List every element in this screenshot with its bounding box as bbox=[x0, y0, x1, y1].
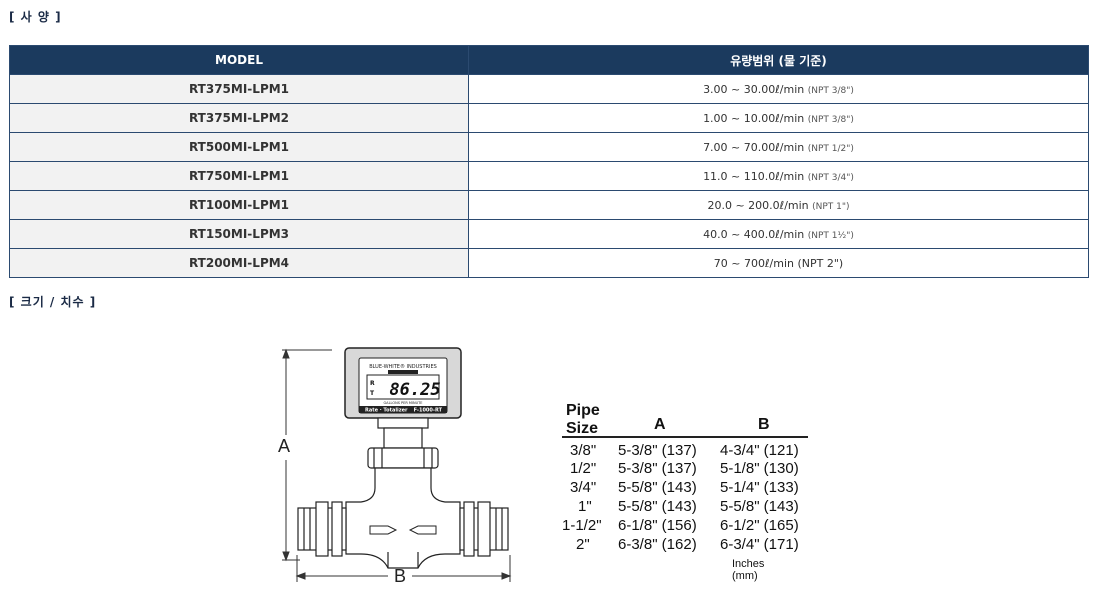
pipe-size: 1-1/2" bbox=[562, 517, 602, 534]
range-value: 40.0 ~ 400.0ℓ/min bbox=[703, 227, 805, 241]
range-note: (NPT 3/4") bbox=[807, 172, 854, 183]
range-note: (NPT 1") bbox=[812, 201, 850, 212]
meter-wings bbox=[369, 525, 437, 535]
header-model: MODEL bbox=[9, 45, 469, 75]
dimension-b-label: B bbox=[394, 566, 407, 586]
spec-table-header: MODEL 유량범위 (물 기준) bbox=[9, 45, 1089, 75]
model-cell: RT375MI-LPM1 bbox=[9, 74, 469, 104]
pipe-size: 2" bbox=[576, 536, 590, 553]
meter-body bbox=[345, 467, 461, 569]
dim-b: 6-1/2" (165) bbox=[720, 517, 799, 534]
dim-a: 5-5/8" (143) bbox=[618, 479, 697, 496]
dimension-a-line bbox=[282, 348, 332, 562]
dimension-figure: BLUE-WHITE® INDUSTRIES R T 86.25 GALLONS… bbox=[270, 340, 830, 590]
range-cell: 1.00 ~ 10.00ℓ/min (NPT 3/8") bbox=[468, 103, 1089, 133]
range-value: 11.0 ~ 110.0ℓ/min bbox=[703, 169, 805, 183]
meter-reading: 86.25 bbox=[389, 380, 440, 400]
table-row: 3/8" 5-3/8" (137) 4-3/4" (121) bbox=[562, 442, 822, 461]
dim-a: 5-3/8" (137) bbox=[618, 460, 697, 477]
table-row: RT500MI-LPM1 7.00 ~ 70.00ℓ/min (NPT 1/2"… bbox=[9, 132, 1089, 162]
pipe-size: 3/8" bbox=[570, 442, 597, 459]
meter-r-indicator: R bbox=[370, 380, 375, 387]
pipe-size: 1/2" bbox=[570, 460, 597, 477]
dim-b: 4-3/4" (121) bbox=[720, 442, 799, 459]
range-value: 7.00 ~ 70.00ℓ/min bbox=[703, 140, 805, 154]
table-row: 2" 6-3/8" (162) 6-3/4" (171) bbox=[562, 536, 822, 555]
dim-b: 5-1/8" (130) bbox=[720, 460, 799, 477]
table-row: RT200MI-LPM4 70 ~ 700ℓ/min (NPT 2") bbox=[9, 248, 1089, 278]
dimension-b-line bbox=[295, 555, 512, 582]
column-b-header: B bbox=[758, 416, 770, 433]
dim-a: 5-3/8" (137) bbox=[618, 442, 697, 459]
spec-section-title: [ 사 양 ] bbox=[9, 10, 62, 24]
left-pipe-end bbox=[297, 501, 347, 557]
meter-mode: Rate · Totalizer bbox=[365, 408, 408, 414]
header-rule bbox=[562, 436, 808, 438]
range-note: (NPT 3/8") bbox=[807, 114, 854, 125]
range-value: 70 ~ 700ℓ/min (NPT 2") bbox=[713, 256, 844, 270]
model-cell: RT200MI-LPM4 bbox=[9, 248, 469, 278]
dim-a: 6-1/8" (156) bbox=[618, 517, 697, 534]
table-row: RT150MI-LPM3 40.0 ~ 400.0ℓ/min (NPT 1½") bbox=[9, 219, 1089, 249]
range-cell: 20.0 ~ 200.0ℓ/min (NPT 1") bbox=[468, 190, 1089, 220]
range-value: 3.00 ~ 30.00ℓ/min bbox=[703, 82, 805, 96]
meter-t-indicator: T bbox=[370, 390, 375, 397]
flowmeter-drawing: BLUE-WHITE® INDUSTRIES R T 86.25 GALLONS… bbox=[282, 347, 512, 582]
spec-table: MODEL 유량범위 (물 기준) RT375MI-LPM1 3.00 ~ 30… bbox=[9, 45, 1089, 278]
meter-display bbox=[344, 347, 462, 419]
model-cell: RT500MI-LPM1 bbox=[9, 132, 469, 162]
pipe-size: 3/4" bbox=[570, 479, 597, 496]
range-value: 20.0 ~ 200.0ℓ/min bbox=[707, 198, 809, 212]
table-row: RT100MI-LPM1 20.0 ~ 200.0ℓ/min (NPT 1") bbox=[9, 190, 1089, 220]
dim-a: 6-3/8" (162) bbox=[618, 536, 697, 553]
dim-b: 5-1/4" (133) bbox=[720, 479, 799, 496]
range-note: (NPT 1/2") bbox=[807, 143, 854, 154]
meter-brand: BLUE-WHITE® INDUSTRIES bbox=[369, 363, 437, 370]
table-row: 1" 5-5/8" (143) 5-5/8" (143) bbox=[562, 498, 822, 517]
size-section-title: [ 크기 / 치수 ] bbox=[9, 295, 97, 309]
dim-b: 5-5/8" (143) bbox=[720, 498, 799, 515]
meter-stem bbox=[367, 417, 439, 469]
units-note: Inches (mm) bbox=[732, 558, 765, 582]
model-cell: RT750MI-LPM1 bbox=[9, 161, 469, 191]
range-value: 1.00 ~ 10.00ℓ/min bbox=[703, 111, 805, 125]
model-cell: RT375MI-LPM2 bbox=[9, 103, 469, 133]
meter-model: F-1000-RT bbox=[414, 408, 443, 414]
range-note: (NPT 1½") bbox=[807, 230, 854, 241]
range-cell: 7.00 ~ 70.00ℓ/min (NPT 1/2") bbox=[468, 132, 1089, 162]
range-cell: 11.0 ~ 110.0ℓ/min (NPT 3/4") bbox=[468, 161, 1089, 191]
table-row: 1-1/2" 6-1/8" (156) 6-1/2" (165) bbox=[562, 517, 822, 536]
meter-units: GALLONS PER MINUTE bbox=[383, 401, 422, 405]
column-a-header: A bbox=[654, 416, 666, 433]
right-pipe-end bbox=[459, 501, 509, 557]
range-cell: 70 ~ 700ℓ/min (NPT 2") bbox=[468, 248, 1089, 278]
dimension-a-label: A bbox=[278, 436, 291, 456]
dim-b: 6-3/4" (171) bbox=[720, 536, 799, 553]
pipe-size: 1" bbox=[578, 498, 592, 515]
table-row: 1/2" 5-3/8" (137) 5-1/8" (130) bbox=[562, 460, 822, 479]
dim-a: 5-5/8" (143) bbox=[618, 498, 697, 515]
table-row: RT750MI-LPM1 11.0 ~ 110.0ℓ/min (NPT 3/4"… bbox=[9, 161, 1089, 191]
range-cell: 40.0 ~ 400.0ℓ/min (NPT 1½") bbox=[468, 219, 1089, 249]
model-cell: RT100MI-LPM1 bbox=[9, 190, 469, 220]
pipe-size-header-line2: Size bbox=[566, 420, 599, 437]
table-row: RT375MI-LPM2 1.00 ~ 10.00ℓ/min (NPT 3/8"… bbox=[9, 103, 1089, 133]
range-cell: 3.00 ~ 30.00ℓ/min (NPT 3/8") bbox=[468, 74, 1089, 104]
pipe-size-header-line1: Pipe bbox=[566, 402, 600, 419]
header-flow-range: 유량범위 (물 기준) bbox=[468, 45, 1089, 75]
range-note: (NPT 3/8") bbox=[807, 85, 854, 96]
table-row: RT375MI-LPM1 3.00 ~ 30.00ℓ/min (NPT 3/8"… bbox=[9, 74, 1089, 104]
model-cell: RT150MI-LPM3 bbox=[9, 219, 469, 249]
table-row: 3/4" 5-5/8" (143) 5-1/4" (133) bbox=[562, 479, 822, 498]
